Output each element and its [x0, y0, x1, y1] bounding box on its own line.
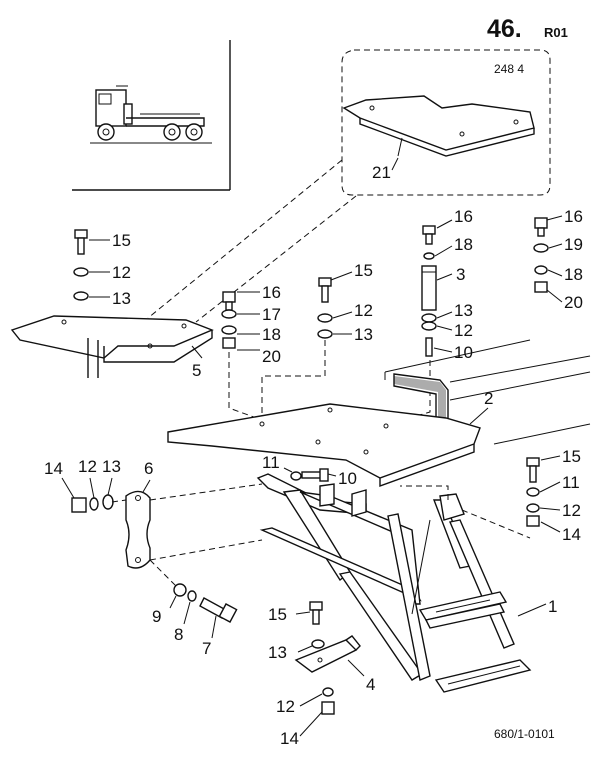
callout-12: 12: [276, 697, 295, 716]
callout-18: 18: [454, 235, 473, 254]
callout-16: 16: [564, 207, 583, 226]
step-platform-2: [167, 403, 481, 487]
callout-15: 15: [112, 231, 131, 250]
callout-12: 12: [562, 501, 581, 520]
callout-8: 8: [174, 625, 183, 644]
cover-plate-21: [342, 95, 535, 157]
callout-18: 18: [564, 265, 583, 284]
bolt-stack-center-left: [221, 291, 237, 349]
callout-14: 14: [280, 729, 299, 748]
truck-icon: [90, 85, 212, 144]
callout-12: 12: [112, 263, 131, 282]
bracket-4: [294, 635, 361, 673]
vehicle-location-inset: [72, 40, 231, 191]
callout-18: 18: [262, 325, 281, 344]
callout-12: 12: [354, 301, 373, 320]
bolt-7: [173, 583, 238, 623]
callout-16: 16: [262, 283, 281, 302]
spacer-stack-3: [421, 225, 437, 357]
callout-3: 3: [456, 265, 465, 284]
callout-12: 12: [78, 457, 97, 476]
callout-19: 19: [564, 235, 583, 254]
callout-21: 21: [372, 163, 391, 182]
callout-13: 13: [354, 325, 373, 344]
callout-15: 15: [268, 605, 287, 624]
chassis-frame-rail: [384, 339, 591, 445]
page-suffix: R01: [544, 25, 568, 40]
callout-7: 7: [202, 639, 211, 658]
callout-10: 10: [454, 343, 473, 362]
callout-4: 4: [366, 675, 375, 694]
callout-20: 20: [262, 347, 281, 366]
bolt-stack-left: [73, 229, 89, 301]
inset-code: 248 4: [494, 62, 524, 76]
page-number: 46.: [487, 15, 522, 43]
callout-11: 11: [262, 453, 280, 472]
callout-12: 12: [454, 321, 473, 340]
support-frame-1: [256, 473, 532, 693]
bolt-stack-center: [317, 277, 333, 339]
mounting-plate-5: [10, 315, 214, 378]
bolt-stack-right-top: [533, 217, 549, 293]
bolt-stack-bottom: [309, 601, 335, 715]
callout-20: 20: [564, 293, 583, 312]
footer-code: 680/1-0101: [494, 727, 555, 741]
callout-13: 13: [102, 457, 121, 476]
callout-17: 17: [262, 305, 281, 324]
callout-13: 13: [454, 301, 473, 320]
callout-13: 13: [112, 289, 131, 308]
callout-2: 2: [484, 389, 493, 408]
callout-5: 5: [192, 361, 201, 380]
callout-15: 15: [562, 447, 581, 466]
bolt-stack-right-bottom: [526, 457, 540, 527]
detail-outline: [341, 49, 551, 196]
callout-9: 9: [152, 607, 161, 626]
callout-11: 11: [562, 473, 580, 492]
callout-10: 10: [338, 469, 357, 488]
callout-13: 13: [268, 643, 287, 662]
callout-14: 14: [562, 525, 581, 544]
callout-6: 6: [144, 459, 153, 478]
bracket-bolt-11-10: [290, 468, 329, 482]
callout-16: 16: [454, 207, 473, 226]
callout-15: 15: [354, 261, 373, 280]
callout-14: 14: [44, 459, 63, 478]
bracket-6: [125, 490, 151, 569]
callout-1: 1: [548, 597, 557, 616]
bolt-stack-bracket: [71, 494, 114, 513]
